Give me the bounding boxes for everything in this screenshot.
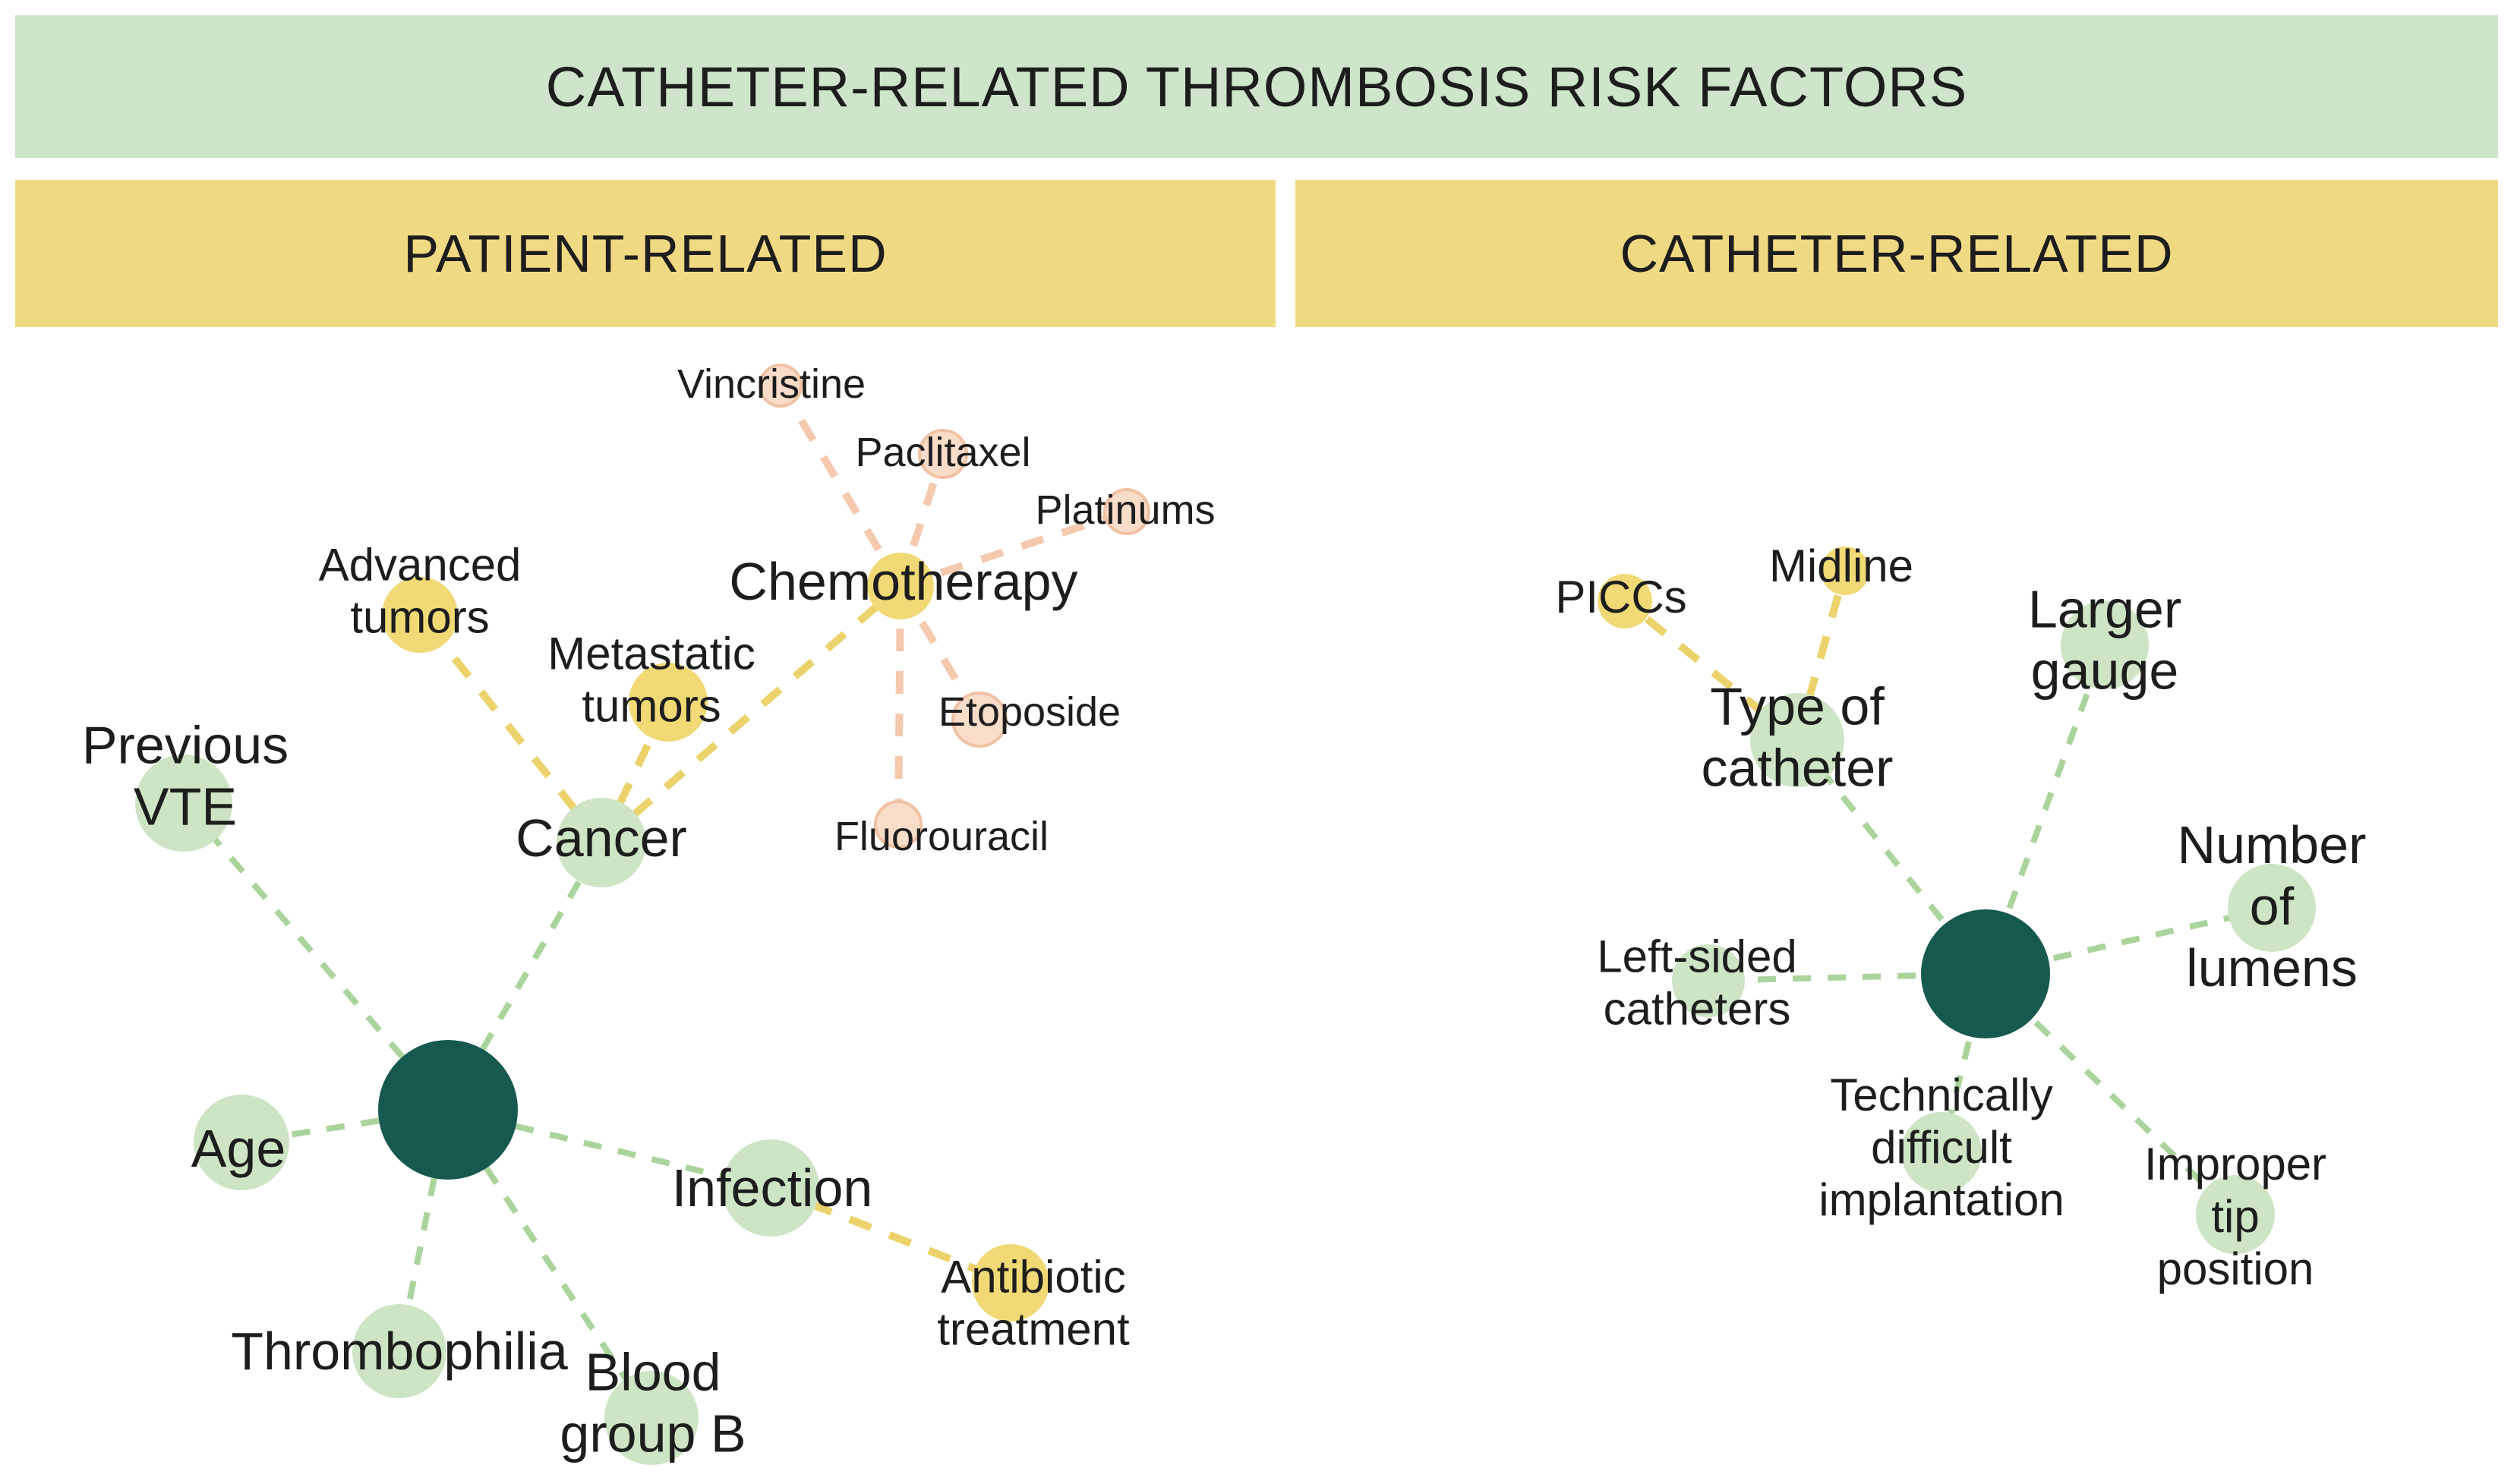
section-header-catheter-related: CATHETER-RELATED xyxy=(1295,180,2498,327)
improper-tip-position-circle xyxy=(2196,1175,2275,1254)
larger-gauge-circle xyxy=(2061,601,2149,689)
node-thrombophilia xyxy=(352,1304,446,1398)
etoposide-label: Etoposide xyxy=(938,689,1121,735)
platinums-label: Platinums xyxy=(1035,487,1215,533)
edge-cancer-advanced-tumors xyxy=(417,612,604,846)
edge-type-of-catheter-midline xyxy=(1793,569,1849,742)
node-antibiotic-treatment xyxy=(972,1244,1049,1322)
edge-type-of-catheter-piccs xyxy=(1622,598,1800,743)
type-of-catheter-circle xyxy=(1750,693,1844,787)
infection-circle xyxy=(722,1139,819,1237)
node-vincristine xyxy=(759,364,803,408)
node-type-of-catheter xyxy=(1750,693,1844,787)
node-etoposide xyxy=(951,692,1008,748)
node-cancer xyxy=(557,798,646,887)
cancer-circle xyxy=(557,798,646,887)
node-metastatic-tumors xyxy=(629,663,708,742)
node-piccs xyxy=(1598,574,1652,629)
vincristine-label: Vincristine xyxy=(677,361,866,407)
infection-label: Infection xyxy=(672,1158,873,1218)
edge-central-catheter-improper-tip-position xyxy=(1983,972,2238,1217)
age-label: Age xyxy=(191,1119,286,1178)
technically-difficult-implantation-circle xyxy=(1901,1112,1982,1193)
node-previous-vte xyxy=(135,755,232,852)
midline-circle xyxy=(1821,547,1869,595)
page-title: CATHETER-RELATED THROMBOSIS RISK FACTORS xyxy=(545,55,1968,118)
node-technically-difficult-implantation xyxy=(1901,1112,1982,1193)
node-left-sided-catheters xyxy=(1672,944,1745,1017)
vincristine-circle xyxy=(759,364,803,408)
antibiotic-treatment-circle xyxy=(972,1244,1049,1322)
fluorouracil-label: Fluorouracil xyxy=(834,814,1049,859)
chemotherapy-circle xyxy=(867,553,934,619)
number-of-lumens-circle xyxy=(2228,864,2316,952)
node-midline xyxy=(1821,547,1869,595)
piccs-circle xyxy=(1598,574,1652,629)
node-advanced-tumors xyxy=(382,577,458,653)
node-chemotherapy xyxy=(867,553,934,619)
edge-chemotherapy-fluorouracil xyxy=(894,585,904,825)
node-improper-tip-position xyxy=(2196,1175,2275,1254)
age-circle xyxy=(194,1095,289,1190)
node-age xyxy=(194,1095,289,1190)
node-number-of-lumens xyxy=(2228,864,2316,952)
node-infection xyxy=(722,1139,819,1237)
title-banner: CATHETER-RELATED THROMBOSIS RISK FACTORS xyxy=(15,15,2498,158)
section-header-patient-related: PATIENT-RELATED xyxy=(15,180,1276,327)
piccs-label: PICCs xyxy=(1555,572,1686,622)
node-fluorouracil xyxy=(874,800,923,849)
metastatic-tumors-circle xyxy=(629,663,708,742)
node-layer xyxy=(135,364,2316,1465)
cancer-label: Cancer xyxy=(516,808,687,868)
node-larger-gauge xyxy=(2061,601,2149,689)
platinums-circle xyxy=(1103,488,1150,535)
paclitaxel-circle xyxy=(918,429,968,479)
fluorouracil-circle xyxy=(874,800,923,849)
thrombophilia-circle xyxy=(352,1304,446,1398)
advanced-tumors-circle xyxy=(382,577,458,653)
section-header-catheter-label: CATHETER-RELATED xyxy=(1620,224,2174,283)
midline-label: Midline xyxy=(1769,540,1913,591)
central-catheter-circle xyxy=(1921,909,2050,1038)
node-central-catheter xyxy=(1921,909,2050,1038)
etoposide-circle xyxy=(951,692,1008,748)
node-blood-group-b xyxy=(604,1371,699,1465)
blood-group-b-circle xyxy=(604,1371,699,1465)
paclitaxel-label: Paclitaxel xyxy=(855,430,1030,475)
section-header-patient-label: PATIENT-RELATED xyxy=(403,224,888,283)
edge-central-catheter-larger-gauge xyxy=(1982,644,2108,975)
node-platinums xyxy=(1103,488,1150,535)
left-sided-catheters-circle xyxy=(1672,944,1745,1017)
node-paclitaxel xyxy=(918,429,968,479)
node-central-patient xyxy=(378,1040,518,1180)
edge-central-patient-blood-group-b xyxy=(445,1107,655,1420)
previous-vte-circle xyxy=(135,755,232,852)
thrombophilia-label: Thrombophilia xyxy=(231,1322,568,1381)
central-patient-circle xyxy=(378,1040,518,1180)
chemotherapy-label: Chemotherapy xyxy=(729,552,1077,611)
